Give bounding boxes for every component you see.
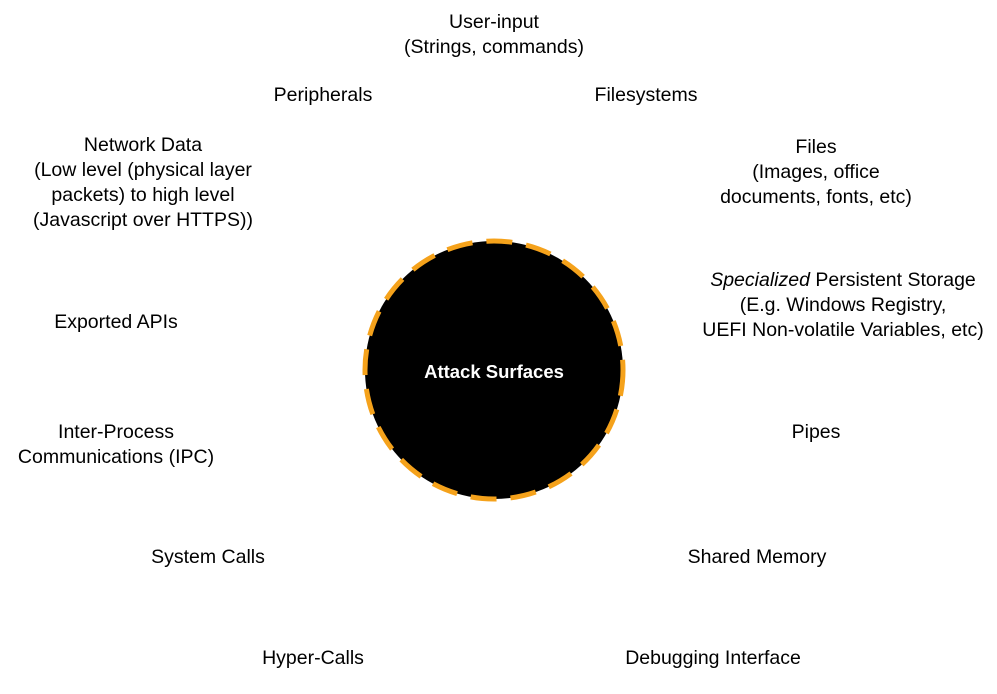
debugging-interface-label: Debugging Interface xyxy=(625,646,801,671)
peripherals-label: Peripherals xyxy=(274,83,373,108)
attack-surfaces-circle xyxy=(362,238,626,502)
pipes-line1: Pipes xyxy=(791,421,841,443)
user-input-line1: User-input xyxy=(449,11,539,33)
filesystems-line1: Filesystems xyxy=(594,84,698,106)
debugging-interface-line1: Debugging Interface xyxy=(625,647,801,669)
exported-apis-label: Exported APIs xyxy=(54,310,178,335)
exported-apis-line1: Exported APIs xyxy=(54,311,178,333)
files-label: Files (Images, office documents, fonts, … xyxy=(720,135,912,210)
specialized-italic: Specialized xyxy=(710,269,810,291)
network-data-line2: (Low level (physical layer xyxy=(34,159,252,181)
specialized-storage-line1-rest: Persistent Storage xyxy=(809,269,976,291)
center-label: Attack Surfaces xyxy=(424,361,564,382)
network-data-label: Network Data (Low level (physical layer … xyxy=(33,133,253,233)
circle-shape xyxy=(362,238,626,502)
specialized-storage-label: Specialized Persistent Storage (E.g. Win… xyxy=(702,268,983,343)
files-line1: Files xyxy=(795,136,837,158)
ipc-line1: Inter-Process xyxy=(58,421,174,443)
peripherals-line1: Peripherals xyxy=(273,84,373,106)
user-input-label: User-input (Strings, commands) xyxy=(404,10,584,60)
files-line2: (Images, office xyxy=(752,161,880,183)
pipes-label: Pipes xyxy=(792,420,841,445)
network-data-line3: packets) to high level xyxy=(51,184,235,206)
hyper-calls-line1: Hyper-Calls xyxy=(262,647,364,669)
user-input-line2: (Strings, commands) xyxy=(404,36,584,58)
specialized-storage-line2: (E.g. Windows Registry, xyxy=(739,294,947,316)
network-data-line1: Network Data xyxy=(83,134,203,156)
ipc-label: Inter-Process Communications (IPC) xyxy=(18,420,214,470)
system-calls-line1: System Calls xyxy=(151,546,265,568)
specialized-storage-line1: Specialized Persistent Storage xyxy=(702,268,983,293)
network-data-line4: (Javascript over HTTPS)) xyxy=(33,209,253,231)
shared-memory-label: Shared Memory xyxy=(688,545,827,570)
specialized-storage-line3: UEFI Non-volatile Variables, etc) xyxy=(702,319,984,341)
files-line3: documents, fonts, etc) xyxy=(720,186,912,208)
shared-memory-line1: Shared Memory xyxy=(687,546,827,568)
filesystems-label: Filesystems xyxy=(595,83,698,108)
hyper-calls-label: Hyper-Calls xyxy=(262,646,364,671)
ipc-line2: Communications (IPC) xyxy=(17,446,215,468)
system-calls-label: System Calls xyxy=(151,545,265,570)
